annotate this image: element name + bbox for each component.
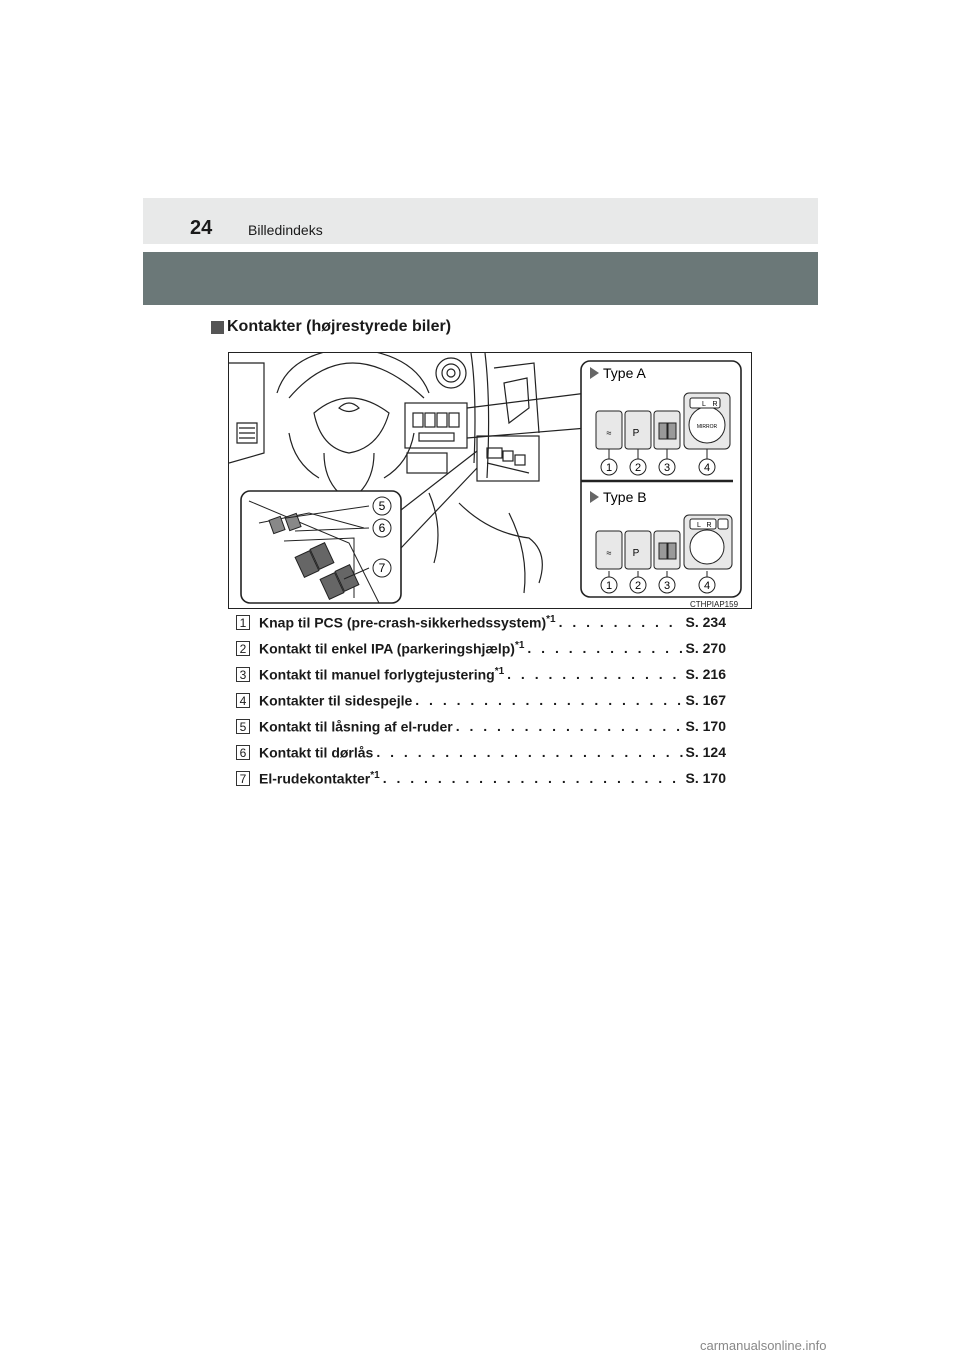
page-ref[interactable]: S. 270 bbox=[686, 640, 726, 656]
list-item: 5 Kontakt til låsning af el-ruder S. 170 bbox=[236, 718, 726, 744]
svg-text:4: 4 bbox=[704, 462, 710, 474]
pcs-icon-b: ≈ bbox=[607, 548, 612, 558]
svg-text:3: 3 bbox=[664, 462, 670, 474]
list-item: 7 El-rudekontakter*1 S. 170 bbox=[236, 770, 726, 796]
switch-illustration: 5 6 7 Type A Type B bbox=[228, 352, 752, 609]
pcs-icon: ≈ bbox=[607, 428, 612, 438]
item-number: 5 bbox=[236, 719, 250, 734]
type-a-mirror-text: MIRROR bbox=[697, 424, 718, 430]
section-band bbox=[143, 252, 818, 305]
item-number: 3 bbox=[236, 667, 250, 682]
type-a-mirror-r: R bbox=[712, 401, 717, 408]
svg-text:2: 2 bbox=[635, 580, 641, 592]
subsection-heading: Kontakter (højrestyrede biler) bbox=[211, 318, 451, 336]
type-b-mirror-l: L bbox=[697, 522, 701, 529]
dot-leader bbox=[376, 744, 682, 760]
type-b-label: Type B bbox=[603, 489, 647, 505]
square-bullet-icon bbox=[211, 321, 224, 334]
dot-leader bbox=[507, 666, 682, 682]
item-number: 6 bbox=[236, 745, 250, 760]
dot-leader bbox=[527, 640, 682, 656]
header-bar bbox=[143, 198, 818, 244]
callout-7: 7 bbox=[379, 561, 386, 575]
svg-text:4: 4 bbox=[704, 580, 710, 592]
item-label: El-rudekontakter*1 bbox=[259, 770, 380, 787]
item-list: 1 Knap til PCS (pre-crash-sikkerhedssyst… bbox=[236, 614, 726, 796]
list-item: 6 Kontakt til dørlås S. 124 bbox=[236, 744, 726, 770]
leader-lines bbox=[401, 393, 587, 548]
svg-text:2: 2 bbox=[635, 462, 641, 474]
figure-code: CTHPIAP159 bbox=[690, 600, 738, 609]
dot-leader bbox=[559, 614, 683, 630]
page-number: 24 bbox=[190, 217, 212, 240]
item-label: Kontakt til enkel IPA (parkeringshjælp)*… bbox=[259, 640, 524, 657]
page-ref[interactable]: S. 234 bbox=[686, 614, 726, 630]
item-number: 4 bbox=[236, 693, 250, 708]
type-panel: Type A Type B L R MIRROR ≈ P bbox=[581, 361, 741, 597]
page-ref[interactable]: S. 216 bbox=[686, 666, 726, 682]
type-b-mirror-r: R bbox=[706, 522, 711, 529]
type-a-label: Type A bbox=[603, 365, 646, 381]
callout-5: 5 bbox=[379, 499, 386, 513]
door-switch-inset: 5 6 7 bbox=[241, 491, 401, 603]
page-ref[interactable]: S. 167 bbox=[686, 692, 726, 708]
item-number: 1 bbox=[236, 615, 250, 630]
item-label: Kontakt til låsning af el-ruder bbox=[259, 718, 453, 735]
type-a-mirror-l: L bbox=[702, 401, 706, 408]
dot-leader bbox=[415, 692, 682, 708]
item-label: Kontakter til sidespejle bbox=[259, 692, 412, 709]
item-label: Knap til PCS (pre-crash-sikkerhedssystem… bbox=[259, 614, 556, 631]
svg-text:1: 1 bbox=[606, 580, 612, 592]
item-label: Kontakt til dørlås bbox=[259, 744, 373, 761]
svg-text:1: 1 bbox=[606, 462, 612, 474]
callout-6: 6 bbox=[379, 521, 386, 535]
page-ref[interactable]: S. 170 bbox=[686, 770, 726, 786]
ipa-icon: P bbox=[633, 428, 640, 439]
list-item: 4 Kontakter til sidespejle S. 167 bbox=[236, 692, 726, 718]
dot-leader bbox=[383, 770, 683, 786]
heading-text: Kontakter (højrestyrede biler) bbox=[227, 318, 451, 336]
item-number: 2 bbox=[236, 641, 250, 656]
watermark: carmanualsonline.info bbox=[700, 1338, 826, 1353]
item-label: Kontakt til manuel forlygtejustering*1 bbox=[259, 666, 504, 683]
svg-text:3: 3 bbox=[664, 580, 670, 592]
section-title: Billedindeks bbox=[248, 222, 323, 238]
dot-leader bbox=[456, 718, 683, 734]
page-ref[interactable]: S. 170 bbox=[686, 718, 726, 734]
ipa-icon-b: P bbox=[633, 548, 640, 559]
item-number: 7 bbox=[236, 771, 250, 786]
list-item: 2 Kontakt til enkel IPA (parkeringshjælp… bbox=[236, 640, 726, 666]
list-item: 1 Knap til PCS (pre-crash-sikkerhedssyst… bbox=[236, 614, 726, 640]
page-ref[interactable]: S. 124 bbox=[686, 744, 726, 760]
list-item: 3 Kontakt til manuel forlygtejustering*1… bbox=[236, 666, 726, 692]
